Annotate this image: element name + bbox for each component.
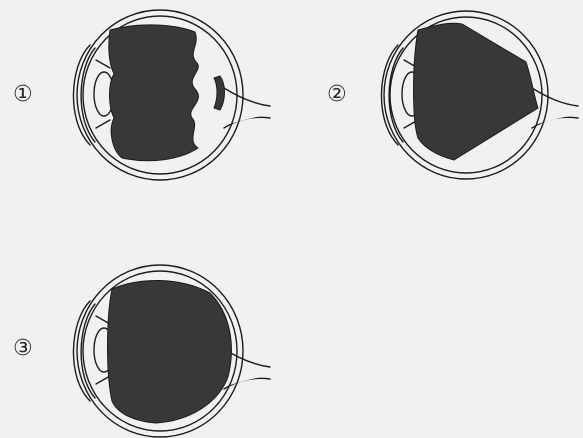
diagram-panel-3: ③ (0, 255, 290, 438)
diagram-panel-2: ② (300, 0, 583, 200)
eyeball-cross-section-icon (0, 255, 290, 438)
eyeball-cross-section-icon (300, 0, 583, 200)
eyeball-cross-section-icon (0, 0, 290, 200)
diagram-panel-1: ① (0, 0, 290, 200)
